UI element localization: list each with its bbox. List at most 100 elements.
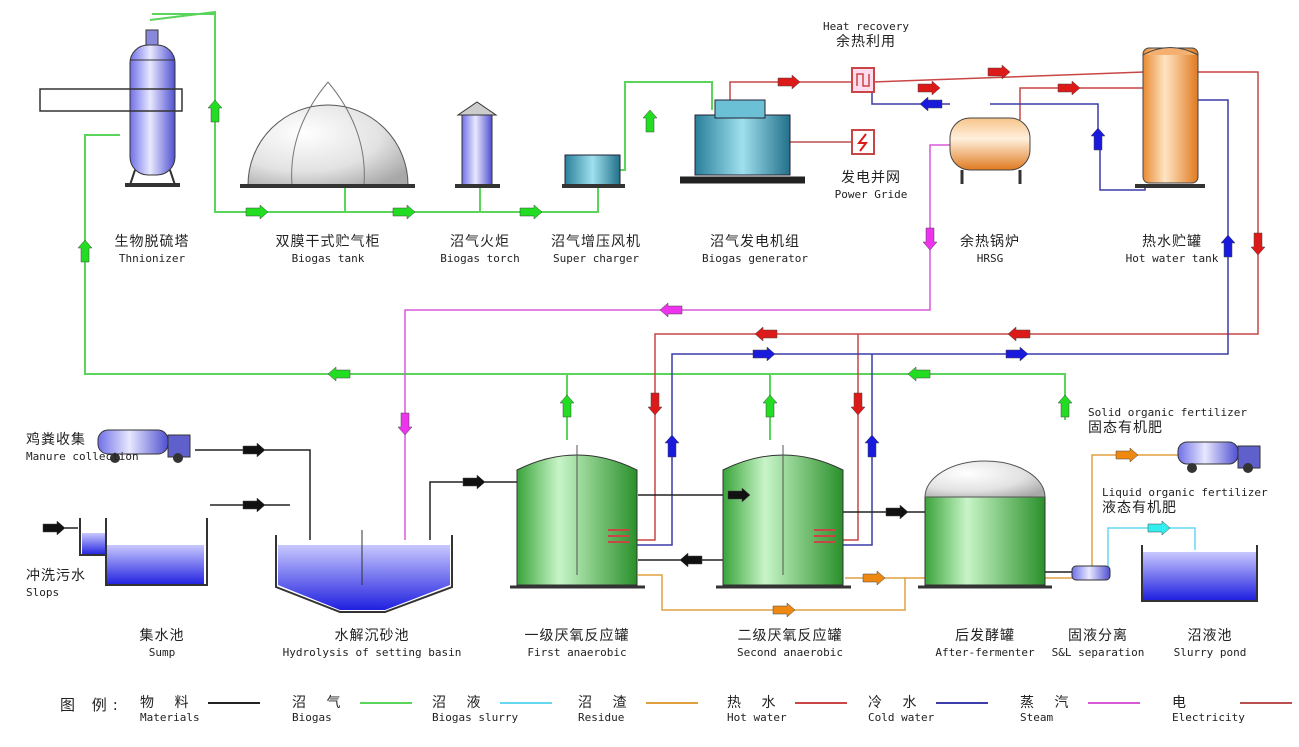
flow-arrow (1115, 447, 1139, 463)
legend-swatch (208, 702, 260, 704)
legend-item-sublabel: Biogas (292, 711, 332, 724)
super-charger (562, 154, 625, 188)
flow-arrow (519, 204, 543, 220)
legend-item-label: 电 (1172, 695, 1194, 711)
flow-arrow (642, 109, 658, 133)
biogas-generator (680, 99, 805, 184)
flow-arrow (1220, 234, 1236, 258)
fertilizer-truck (1177, 441, 1261, 473)
legend-item-sublabel: Hot water (727, 711, 787, 724)
flow-arrow (559, 394, 575, 418)
flow-arrow (245, 204, 269, 220)
legend-item-sublabel: Materials (140, 711, 200, 724)
flow-arrow (462, 474, 486, 490)
heat-recovery-unit (851, 67, 875, 93)
hrsg-boiler (949, 117, 1031, 184)
flow-arrow (207, 99, 223, 123)
legend-item-sublabel: Cold water (868, 711, 935, 724)
after-fermenter-tank (918, 460, 1052, 589)
legend-item-label: 物 料 (140, 695, 197, 711)
first-anaerobic-tank (510, 445, 645, 589)
flow-arrow (885, 504, 909, 520)
flow-arrow (1005, 346, 1029, 362)
legend-swatch (360, 702, 412, 704)
legend-title: 图 例: (60, 696, 124, 714)
flow-arrow (397, 412, 413, 436)
legend-item-sublabel: Electricity (1172, 711, 1245, 724)
legend-swatch (646, 702, 698, 704)
flow-arrow (1057, 80, 1081, 96)
flow-arrow (1090, 127, 1106, 151)
flow-arrow (987, 64, 1011, 80)
flow-arrow (647, 392, 663, 416)
flow-arrow (850, 392, 866, 416)
biogas-tank-sphere (240, 81, 415, 188)
legend-item-label: 冷 水 (868, 695, 925, 711)
legend-swatch (500, 702, 552, 704)
legend-item-label: 沼 液 (432, 695, 489, 711)
flow-arrow (1057, 394, 1073, 418)
manure-truck (97, 429, 191, 463)
flow-arrow (679, 552, 703, 568)
flow-arrow (77, 239, 93, 263)
flow-arrows (42, 64, 1266, 618)
legend-swatch (795, 702, 847, 704)
thionizer-label-box (39, 88, 183, 112)
flow-arrow (772, 602, 796, 618)
hot-water-tank (1135, 47, 1205, 188)
legend-swatch (936, 702, 988, 704)
flow-arrow (664, 434, 680, 458)
flow-arrow (917, 80, 941, 96)
flow-arrow (777, 74, 801, 90)
flow-arrow (1250, 232, 1266, 256)
steam-pipes (404, 144, 960, 540)
slurry-pond (1141, 545, 1258, 602)
flow-arrow (392, 204, 416, 220)
sl-separator (1071, 565, 1111, 581)
flow-arrow (1007, 326, 1031, 342)
legend-item-sublabel: Steam (1020, 711, 1054, 724)
flow-arrow (864, 434, 880, 458)
power-grid (851, 129, 875, 155)
legend-item-label: 蒸 汽 (1020, 695, 1077, 711)
legend-item-label: 沼 气 (292, 695, 349, 711)
flow-arrow (659, 302, 683, 318)
flow-arrow (754, 326, 778, 342)
flow-arrow (862, 570, 886, 586)
flow-arrow (42, 520, 66, 536)
flow-arrow (922, 227, 938, 251)
biogas-torch (455, 101, 500, 188)
hydrolysis-basin (275, 530, 453, 613)
flow-arrow (1147, 520, 1171, 536)
legend-item-label: 沼 渣 (578, 695, 635, 711)
flow-arrow (752, 346, 776, 362)
flow-arrow (727, 487, 751, 503)
legend-swatch (1240, 702, 1292, 704)
